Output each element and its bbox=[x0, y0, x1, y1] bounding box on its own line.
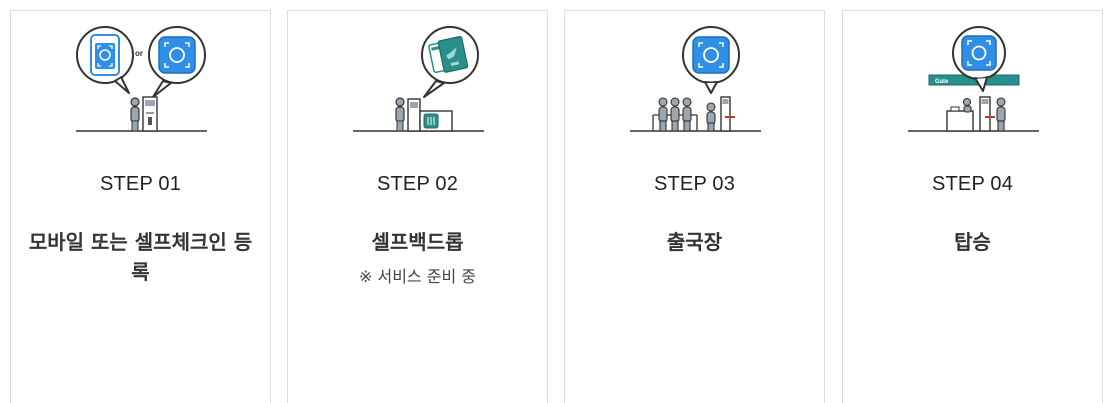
step-card-03: STEP 03 출국장 bbox=[564, 10, 825, 403]
step-card-02: STEP 02 셀프백드롭 ※ 서비스 준비 중 bbox=[287, 10, 548, 403]
step-label: STEP 04 bbox=[931, 173, 1014, 195]
step-title: 탑승 bbox=[954, 230, 991, 254]
mobile-kiosk-registration-illustration: or bbox=[76, 26, 207, 132]
departure-hall-illustration bbox=[630, 26, 761, 132]
step-title: 모바일 또는 셀프체크인 등록 bbox=[28, 230, 253, 284]
boarding-gate-illustration: Gate bbox=[908, 26, 1039, 132]
or-text: or bbox=[135, 49, 143, 58]
gate-sign-text: Gate bbox=[935, 79, 949, 85]
step-label: STEP 01 bbox=[99, 173, 182, 195]
step-label: STEP 02 bbox=[376, 173, 459, 195]
step-label: STEP 03 bbox=[653, 173, 736, 195]
step-card-01: or STEP 01 모바일 또는 셀프체크인 등록 bbox=[10, 10, 271, 403]
step-title: 출국장 bbox=[666, 230, 723, 254]
step-note: ※ 서비스 준비 중 bbox=[359, 267, 476, 286]
step-title: 셀프백드롭 bbox=[371, 230, 464, 254]
self-bag-drop-illustration bbox=[353, 26, 484, 132]
step-card-04: Gate STEP 04 탑승 bbox=[842, 10, 1103, 403]
